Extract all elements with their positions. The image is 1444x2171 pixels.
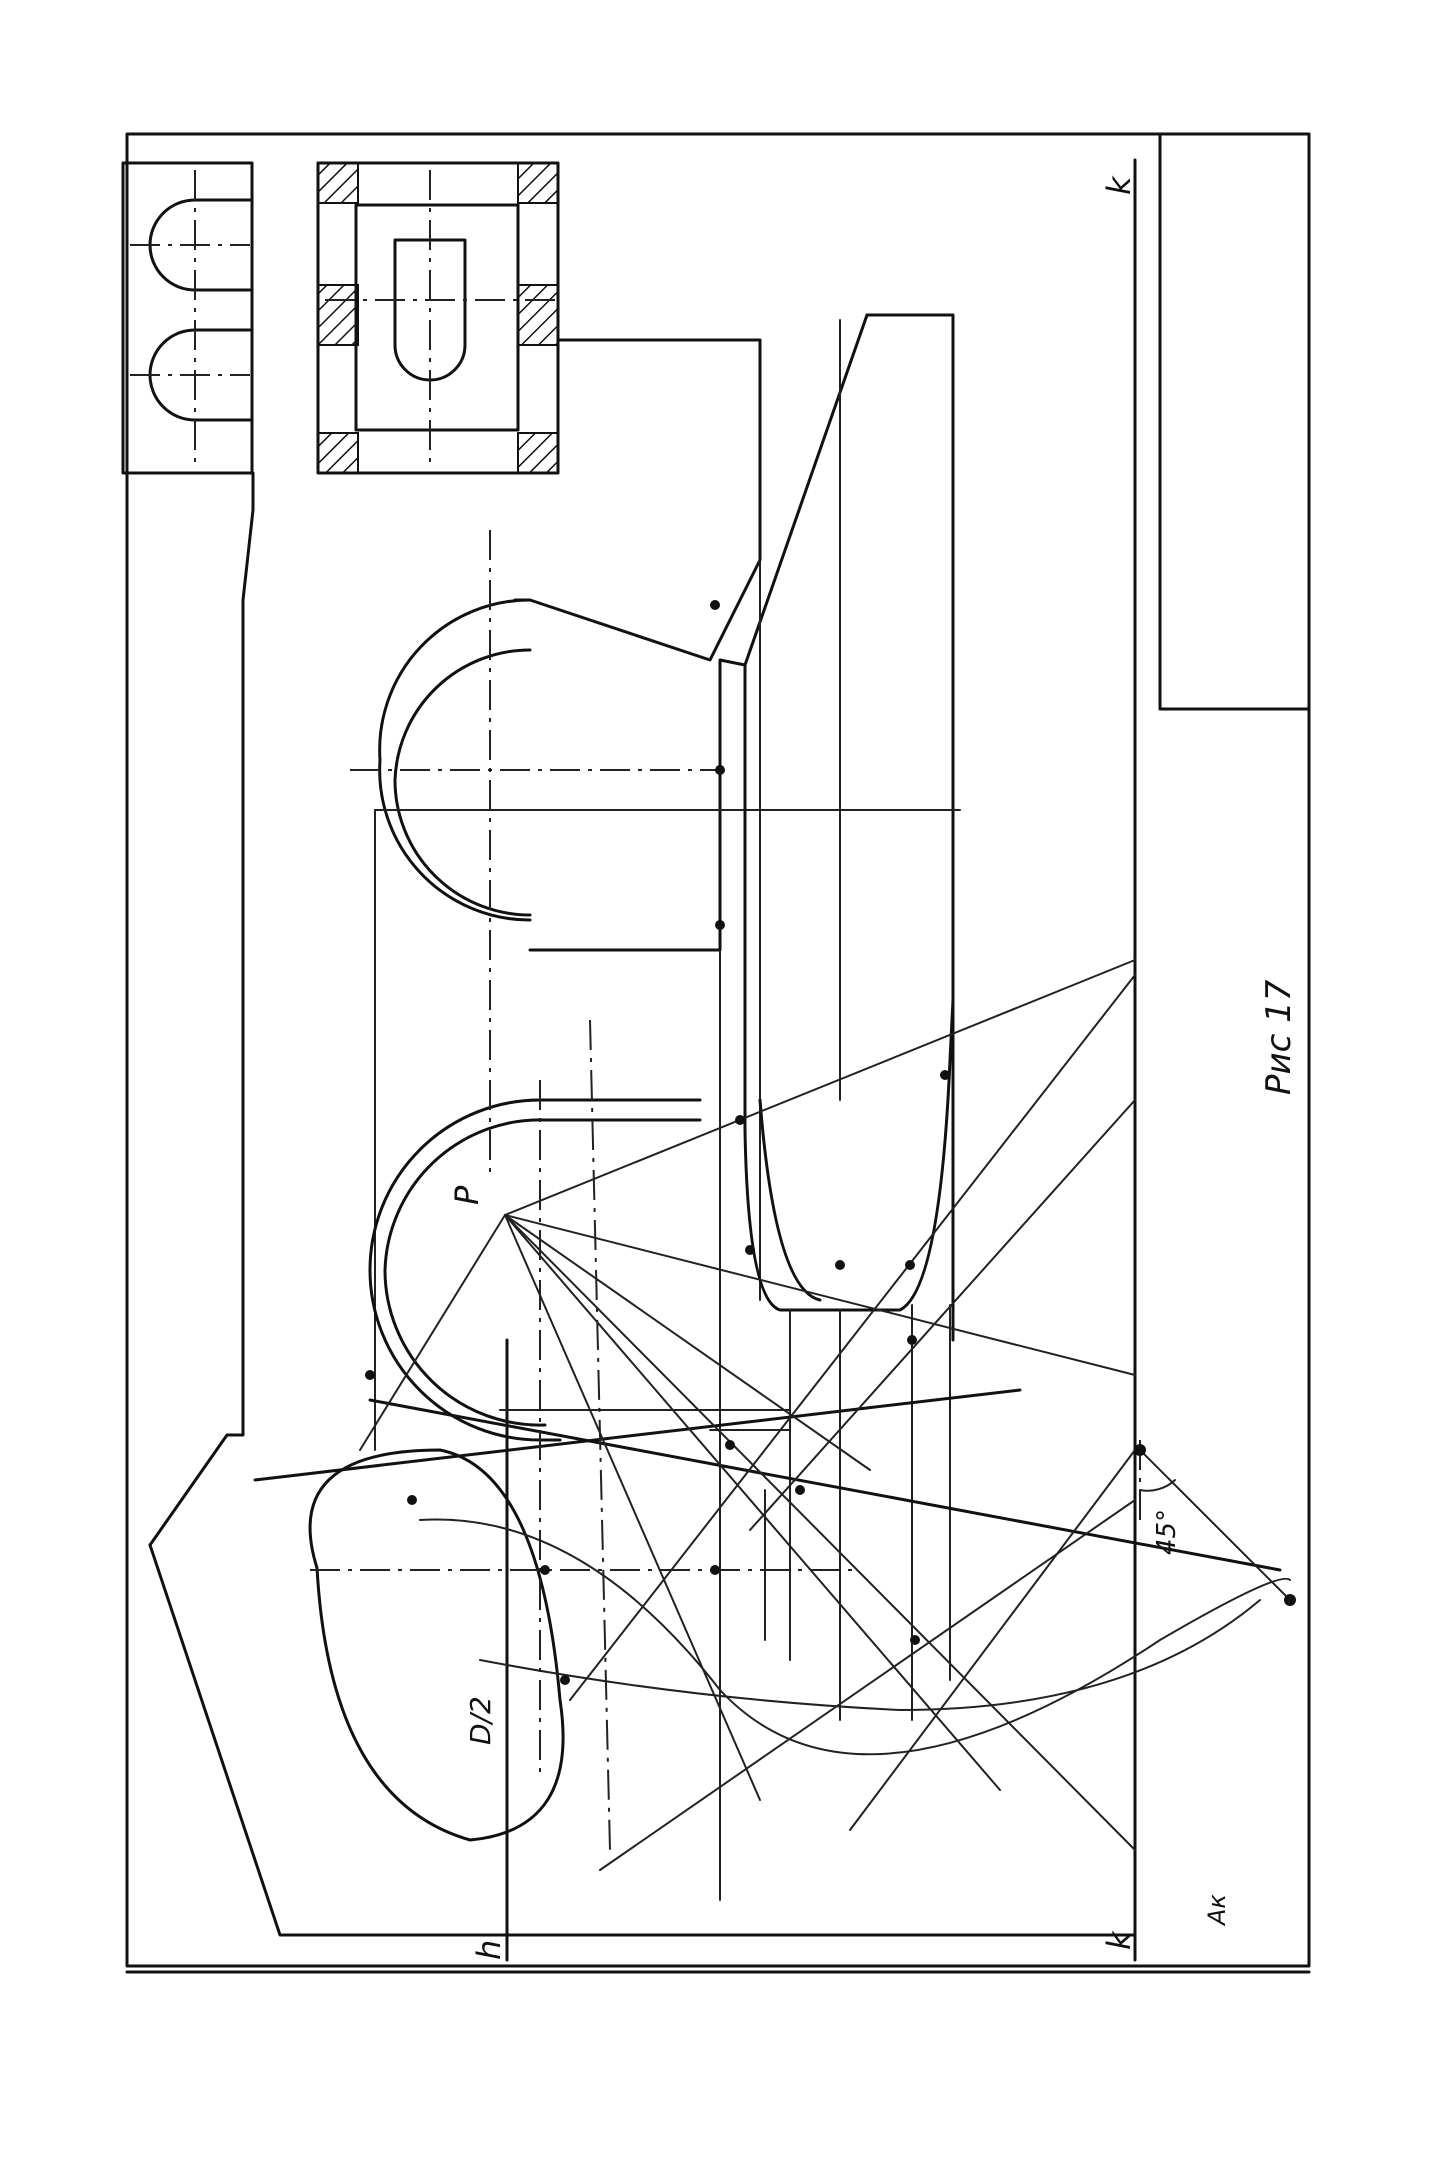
angle-arc [1139,1479,1176,1492]
arch-outer-2 [368,1098,702,1442]
inset-plan-views [121,161,560,475]
reference-lines [505,158,1141,1962]
label-horizon-h: h [470,1940,508,1960]
label-point-P: P [448,1185,486,1205]
label-angle: 45° [1152,1509,1182,1555]
text-labels: Рис 17 P D/2 45° h k k Aк [448,175,1299,1960]
arch-inner-1 [393,648,532,917]
arch-outer-1 [378,598,532,922]
title-block [1158,132,1311,711]
construction-points [365,600,1296,1685]
figure-caption: Рис 17 [1259,979,1299,1095]
plan-view-box-1 [121,161,254,475]
arch-inner-2 [383,1118,702,1427]
label-point-Ak: Aк [1203,1894,1231,1927]
perspective-construction [148,313,1296,1937]
label-ground-k-top: k [1100,175,1138,195]
label-ground-k-bottom: k [1100,1930,1138,1950]
drawing-frame [125,132,1311,1974]
label-half-diameter: D/2 [464,1696,497,1745]
perspective-ellipse [308,1448,565,1842]
